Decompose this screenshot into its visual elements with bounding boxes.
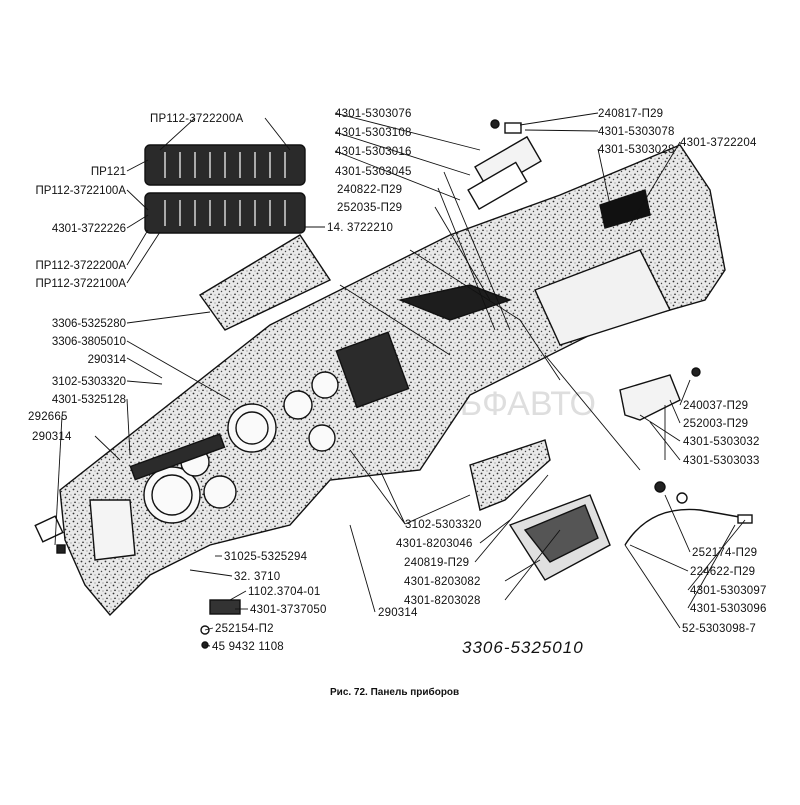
label-290314-lower: 290314 [32, 431, 72, 443]
fuse-blocks [144, 144, 306, 234]
label-4301-5303032: 4301-5303032 [683, 436, 760, 448]
label-252154-p2: 252154-П2 [215, 623, 274, 635]
label-45-9432-1108: 45 9432 1108 [212, 641, 284, 653]
label-31025-5325294: 31025-5325294 [224, 551, 308, 563]
label-240817-p29: 240817-П29 [598, 108, 663, 120]
label-3102-5303320-left: 3102-5303320 [52, 376, 126, 388]
leader-lines [54, 112, 746, 647]
fuse-cover [198, 234, 332, 331]
label-4301-8203046: 4301-8203046 [396, 538, 473, 550]
label-pr112-3722200a-bottom: ПР112-3722200А [35, 260, 126, 272]
label-3306-5325280: 3306-5325280 [52, 318, 126, 330]
label-240819-p29: 240819-П29 [404, 557, 469, 569]
label-292665: 292665 [28, 411, 68, 423]
label-4301-8203082: 4301-8203082 [404, 576, 481, 588]
label-3102-5303320-center: 3102-5303320 [405, 519, 482, 531]
label-4301-5303108: 4301-5303108 [335, 127, 412, 139]
label-4301-5303016: 4301-5303016 [335, 146, 412, 158]
label-1102-3704-01: 1102.3704-01 [248, 586, 321, 598]
hinge-bracket [619, 367, 753, 546]
labels-bottom-right: 252174-П29 224622-П29 4301-5303097 4301-… [682, 547, 767, 635]
label-4301-3722204: 4301-3722204 [680, 137, 757, 149]
ashtray-assembly [469, 439, 611, 581]
label-240822-p29: 240822-П29 [337, 184, 402, 196]
label-32-3710: 32. 3710 [234, 571, 280, 583]
label-4301-5303076: 4301-5303076 [335, 108, 412, 120]
label-252035-p29: 252035-П29 [337, 202, 402, 214]
labels-top: 4301-5303076 4301-5303108 4301-5303016 4… [327, 108, 412, 234]
label-4301-8203028: 4301-8203028 [404, 595, 481, 607]
label-14-3722210: 14. 3722210 [327, 222, 393, 234]
assembly-number: 3306-5325010 [462, 638, 584, 657]
latch-hardware [467, 119, 542, 210]
labels-right: 240037-П29 252003-П29 4301-5303032 4301-… [683, 400, 760, 467]
label-252174-p29: 252174-П29 [692, 547, 757, 559]
label-pr112-3722100a-top: ПР112-3722100А [35, 185, 126, 197]
label-pr112-3722200a-top: ПР112-3722200А [150, 113, 243, 125]
labels-bottom-left: 31025-5325294 32. 3710 1102.3704-01 4301… [212, 551, 418, 653]
switch-block [129, 331, 410, 481]
label-4301-5325128: 4301-5325128 [52, 394, 126, 406]
labels-bottom-center: 3102-5303320 4301-8203046 240819-П29 430… [396, 519, 482, 607]
label-4301-3722226: 4301-3722226 [52, 223, 126, 235]
label-pr121: ПР121 [91, 166, 126, 178]
labels-top-right: 240817-П29 4301-5303078 4301-5303028 430… [598, 108, 757, 156]
label-4301-5303097: 4301-5303097 [690, 585, 767, 597]
label-52-5303098-7: 52-5303098-7 [682, 623, 756, 635]
label-3306-3805010: 3306-3805010 [52, 336, 126, 348]
label-290314-upper: 290314 [88, 354, 127, 366]
label-4301-5303045: 4301-5303045 [335, 166, 412, 178]
label-252003-p29: 252003-П29 [683, 418, 748, 430]
wire-lines [339, 249, 641, 471]
label-240037-p29: 240037-П29 [683, 400, 748, 412]
figure-caption: Рис. 72. Панель приборов [330, 686, 459, 698]
label-4301-5303096: 4301-5303096 [690, 603, 767, 615]
label-290314-bottom: 290314 [378, 607, 418, 619]
label-pr112-3722100a-bottom: ПР112-3722100А [35, 278, 126, 290]
label-4301-5303078: 4301-5303078 [598, 126, 675, 138]
label-4301-3737050: 4301-3737050 [250, 604, 327, 616]
label-4301-5303028-top: 4301-5303028 [598, 144, 675, 156]
label-4301-5303033: 4301-5303033 [683, 455, 760, 467]
labels-left: ПР112-3722200А ПР121 ПР112-3722100А 4301… [28, 113, 243, 443]
label-224622-p29: 224622-П29 [690, 566, 755, 578]
